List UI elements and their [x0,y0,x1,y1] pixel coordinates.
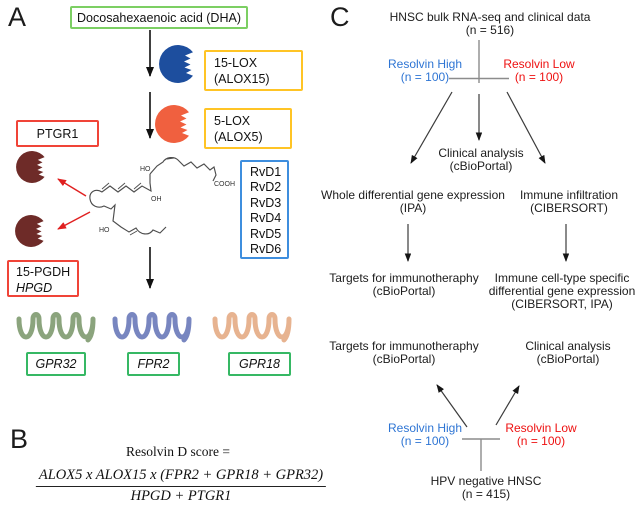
resolvin-score-title: Resolvin D score = [126,444,230,459]
flow-node-clinical-analysis-top: Clinical analysis (cBioPortal) [438,147,523,173]
rvd-item: RvD4 [250,211,282,226]
flow-arrows [404,91,570,428]
pgdh-box: 15-PGDH HPGD [7,260,79,297]
flow-node-targets-bottom: Targets for immunotheraphy (cBioPortal) [329,340,478,366]
targets2-line2: (cBioPortal) [372,351,436,366]
rvd-item: RvD5 [250,226,282,241]
lox5-gene: (ALOX5) [214,130,263,144]
enzyme-15lox-icon [159,45,193,83]
gpr18-label: GPR18 [239,357,280,371]
molecule-atom-labels: HO OH HO COOH [99,166,235,234]
clinical2-line1: Clinical analysis [525,339,611,353]
resolvin-low2-n: (n = 100) [516,433,566,448]
fpr2-label: FPR2 [137,357,170,371]
rvd-box: RvD1 RvD2 RvD3 RvD4 RvD5 RvD6 [240,160,289,259]
wdge-line1: Whole differential gene expression [321,188,505,202]
resolvin-score-formula: ALOX5 x ALOX15 x (FPR2 + GPR18 + GPR32) … [35,467,327,505]
arrow-high-to-wdge [410,91,453,164]
panel-a-label: A [8,2,27,32]
formula-numerator: ALOX5 x ALOX15 x (FPR2 + GPR18 + GPR32) [35,467,327,487]
rvd-item: RvD6 [250,242,282,257]
molecule-ho-bottom-label: HO [99,227,110,234]
dataset-line1: HNSC bulk RNA-seq and clinical data [389,10,591,24]
resolvin-high-label: Resolvin High [387,57,463,71]
arrow-hpv-to-targets [436,384,468,428]
flow-node-immune-infiltration: Immune infiltration (CIBERSORT) [520,189,618,215]
celltype-line3: (CIBERSORT, IPA) [511,296,613,311]
molecule-ho-top-label: HO [140,166,151,173]
flow-node-dataset: HNSC bulk RNA-seq and clinical data (n =… [390,11,591,37]
dha-label: Docosahexaenoic acid (DHA) [77,10,241,25]
flow-node-hpv-negative: HPV negative HNSC (n = 415) [431,475,542,501]
formula-denominator: HPGD + PTGR1 [130,488,232,504]
celltype-line2: differential gene expression [488,283,636,298]
panel-b-label: B [10,424,29,454]
flow-node-resolvin-high-top: Resolvin High (n = 100) [388,58,462,84]
pgdh-gene: HPGD [16,281,53,295]
enzyme-ptgr1-icon [16,151,45,183]
flow-node-clinical-analysis-bottom: Clinical analysis (cBioPortal) [525,340,610,366]
flow-node-resolvin-low-bottom: Resolvin Low (n = 100) [505,422,576,448]
targets-line2: (cBioPortal) [372,283,436,298]
arrow-to-15pgdh-enzyme [57,211,91,230]
clinical2-line2: (cBioPortal) [536,351,600,366]
molecule-oh-mid-label: OH [151,196,162,203]
fpr2-box: FPR2 [127,352,180,376]
ptgr1-label: PTGR1 [36,126,79,141]
flow-split-connectors [449,40,509,471]
gpr18-box: GPR18 [228,352,291,376]
arrow-hpv-to-clinical [495,385,520,426]
rvd-item: RvD3 [250,195,282,210]
arrow-to-ptgr1-enzyme [57,178,87,197]
enzyme-5lox-icon [155,105,189,143]
receptor-gpr18-icon [215,315,289,341]
flow-node-resolvin-low-top: Resolvin Low (n = 100) [503,58,574,84]
lox5-box: 5-LOX (ALOX5) [204,108,292,149]
resolvin-low-label: Resolvin Low [503,57,575,71]
flow-node-resolvin-high-bottom: Resolvin High (n = 100) [388,422,462,448]
arrow-low-to-immune-infiltration [506,91,546,164]
celltype-line1: Immune cell-type specific [494,271,630,285]
resolvin-high-n: (n = 100) [400,69,450,84]
flow-node-wdge: Whole differential gene expression (IPA) [321,189,505,215]
dataset-n: (n = 516) [465,22,515,37]
clinical-line1: Clinical analysis [438,146,524,160]
enzyme-15pgdh-icon [15,215,44,247]
ptgr1-box: PTGR1 [16,120,99,147]
resolvin-high2-label: Resolvin High [387,421,463,435]
immune-inf-line2: (CIBERSORT) [530,200,608,215]
flow-node-immune-celltype: Immune cell-type specific differential g… [489,272,636,311]
targets-line1: Targets for immunotheraphy [329,271,479,285]
resolvin-high2-n: (n = 100) [400,433,450,448]
lox5-name: 5-LOX [214,114,251,128]
resolvin-molecule-structure [89,156,217,236]
molecule-cooh-label: COOH [214,181,235,188]
flow-node-targets-top: Targets for immunotheraphy (cBioPortal) [329,272,478,298]
dha-box: Docosahexaenoic acid (DHA) [70,6,248,29]
clinical-line2: (cBioPortal) [449,158,513,173]
resolvin-low-n: (n = 100) [514,69,564,84]
hpv-line1: HPV negative HNSC [430,474,542,488]
gpr32-box: GPR32 [26,352,86,376]
wdge-line2: (IPA) [399,200,427,215]
gpr32-label: GPR32 [35,357,77,371]
resolvin-low2-label: Resolvin Low [505,421,577,435]
panel-c-label: C [330,2,350,32]
lox15-name: 15-LOX [214,56,258,70]
targets2-line1: Targets for immunotheraphy [329,339,479,353]
hpv-line2: (n = 415) [461,486,511,501]
lox15-box: 15-LOX (ALOX15) [204,50,303,91]
immune-inf-line1: Immune infiltration [519,188,619,202]
receptor-fpr2-icon [115,315,189,341]
pgdh-name: 15-PGDH [16,265,71,279]
receptor-gpr32-icon [19,315,93,341]
rvd-item: RvD2 [250,180,282,195]
lox15-gene: (ALOX15) [214,72,270,86]
rvd-item: RvD1 [250,165,282,179]
